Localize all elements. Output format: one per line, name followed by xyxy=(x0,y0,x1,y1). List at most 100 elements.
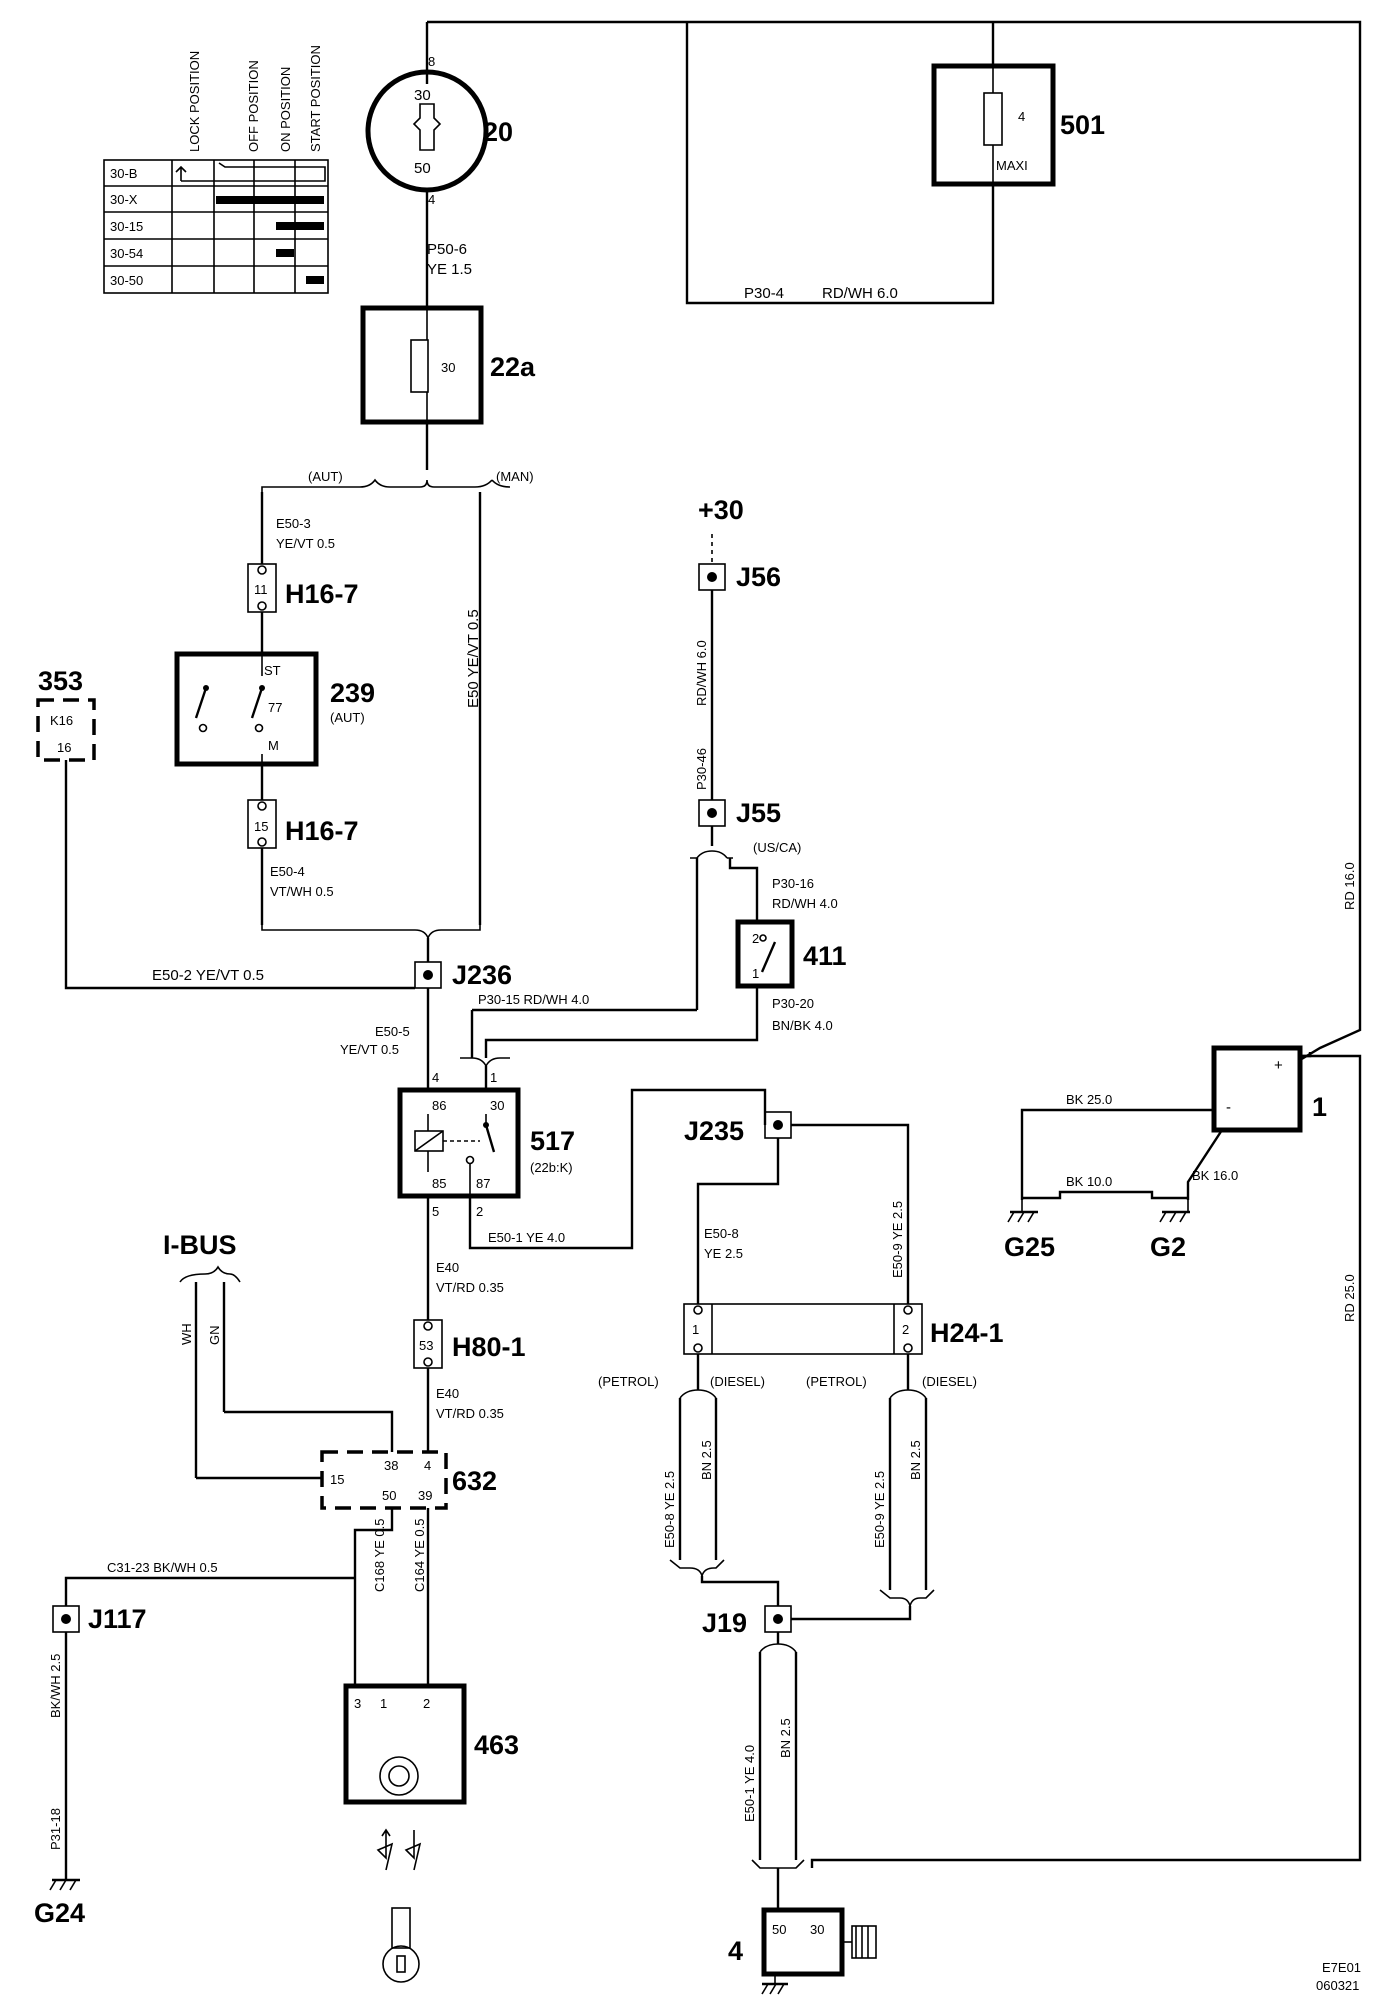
h167-bot-pin: 15 xyxy=(254,819,268,834)
wire-p304-spec: RD/WH 6.0 xyxy=(822,285,898,302)
ground-g25: G25 xyxy=(1004,1200,1055,1262)
wire-e508-vertical: E50-8 YE 2.5 xyxy=(662,1471,677,1548)
c463-1: 1 xyxy=(380,1696,387,1711)
c632-label: 632 xyxy=(452,1466,497,1496)
row-label-30b: 30-B xyxy=(110,166,137,181)
wire-bkwh25-label: BK/WH 2.5 xyxy=(48,1654,63,1718)
header-on-position: ON POSITION xyxy=(278,67,293,152)
g25-label: G25 xyxy=(1004,1232,1055,1262)
c517-label: 517 xyxy=(530,1126,575,1156)
wire-e508-spec: YE 2.5 xyxy=(704,1246,743,1261)
c239-st: ST xyxy=(264,663,281,678)
c517-pin4: 4 xyxy=(432,1070,439,1085)
c239-77: 77 xyxy=(268,700,282,715)
wire-e505-spec: YE/VT 0.5 xyxy=(340,1042,399,1057)
c353-k16: K16 xyxy=(50,713,73,728)
petrol2-label: (PETROL) xyxy=(806,1374,867,1389)
c22a-label: 22a xyxy=(490,352,536,382)
connector-h241: 1 2 H24-1 xyxy=(683,1303,1004,1355)
wire-e509-vertical2: E50-9 YE 2.5 xyxy=(872,1471,887,1548)
wire-p3118-label: P31-18 xyxy=(48,1808,63,1850)
c517-sub: (22b:K) xyxy=(530,1160,573,1175)
junction-j117: J117 xyxy=(52,1604,147,1634)
wire-bk100-label: BK 10.0 xyxy=(1066,1174,1112,1189)
starter-motor-4: 50 30 4 xyxy=(728,1907,877,1995)
wire-wh-label: WH xyxy=(179,1323,194,1345)
key-icon xyxy=(382,1907,420,1983)
wire-e504-spec: VT/WH 0.5 xyxy=(270,884,334,899)
j235-label: J235 xyxy=(684,1116,744,1146)
connector-h167-bottom: 15 H16-7 xyxy=(247,799,359,849)
c239-label: 239 xyxy=(330,678,375,708)
c20-pin50: 50 xyxy=(414,160,431,177)
h801-label: H80-1 xyxy=(452,1332,526,1362)
c1-plus: + xyxy=(1274,1057,1283,1074)
wire-c168-label: C168 YE 0.5 xyxy=(372,1519,387,1592)
maxi-fuse-501: 4 MAXI 501 xyxy=(931,22,1105,187)
c20-label: 20 xyxy=(483,117,513,147)
module-632: 15 38 4 50 39 632 xyxy=(320,1450,497,1510)
c632-39: 39 xyxy=(418,1488,432,1503)
wire-e503-spec: YE/VT 0.5 xyxy=(276,536,335,551)
wire-e40a-spec: VT/RD 0.35 xyxy=(436,1280,504,1295)
aut-label: (AUT) xyxy=(308,469,343,484)
wire-e503-label: E50-3 xyxy=(276,516,311,531)
wire-p3046-label: P30-46 xyxy=(694,748,709,790)
wire-p3015-label: P30-15 RD/WH 4.0 xyxy=(478,992,589,1007)
wire-e504-label: E50-4 xyxy=(270,864,305,879)
wire-e40b-spec: VT/RD 0.35 xyxy=(436,1406,504,1421)
wire-gn-label: GN xyxy=(207,1326,222,1346)
ground-g2: G2 xyxy=(1150,1200,1190,1262)
relay-517: 4 1 86 30 85 87 517 (22b:K) 5 2 xyxy=(397,1070,575,1219)
petrol1-label: (PETROL) xyxy=(598,1374,659,1389)
c632-15: 15 xyxy=(330,1472,344,1487)
c411-label: 411 xyxy=(803,941,847,971)
c239-m: M xyxy=(268,738,279,753)
c517-85: 85 xyxy=(432,1176,446,1191)
wire-bk160-label: BK 16.0 xyxy=(1192,1168,1238,1183)
bar-3050 xyxy=(306,276,324,284)
c411-p1: 1 xyxy=(752,966,759,981)
connector-h167-top: 11 H16-7 xyxy=(247,563,359,613)
wire-e508-label: E50-8 xyxy=(704,1226,739,1241)
c517-pin1: 1 xyxy=(490,1070,497,1085)
wire-p3020-spec: BN/BK 4.0 xyxy=(772,1018,833,1033)
c463-label: 463 xyxy=(474,1730,519,1760)
h241-pin2: 2 xyxy=(902,1322,909,1337)
row-label-30x: 30-X xyxy=(110,192,138,207)
bar-3054 xyxy=(276,249,294,257)
h241-pin1: 1 xyxy=(692,1322,699,1337)
footer-code: E7E01 xyxy=(1322,1960,1361,1975)
ignition-switch-20: 8 30 50 4 20 xyxy=(365,20,993,308)
c463-3: 3 xyxy=(354,1696,361,1711)
row-label-3015: 30-15 xyxy=(110,219,143,234)
man-label: (MAN) xyxy=(496,469,534,484)
c4-label: 4 xyxy=(728,1936,743,1966)
c353-label: 353 xyxy=(38,666,83,696)
battery-1: + - 1 xyxy=(1211,1045,1327,1133)
junction-j235: J235 xyxy=(684,1111,792,1146)
wire-p3016-label: P30-16 xyxy=(772,876,814,891)
c4-50: 50 xyxy=(772,1922,786,1937)
wire-bk250-label: BK 25.0 xyxy=(1066,1092,1112,1107)
h241-label: H24-1 xyxy=(930,1318,1004,1348)
j117-label: J117 xyxy=(88,1604,147,1634)
row-label-3050: 30-50 xyxy=(110,273,143,288)
c517-87: 87 xyxy=(476,1176,490,1191)
j56-label: J56 xyxy=(736,562,781,592)
c4-30: 30 xyxy=(810,1922,824,1937)
c20-pin8: 8 xyxy=(428,54,435,69)
h801-pin: 53 xyxy=(419,1338,433,1353)
c1-minus: - xyxy=(1226,1099,1231,1116)
wire-e40b-label: E40 xyxy=(436,1386,459,1401)
footer-date: 060321 xyxy=(1316,1978,1359,1993)
wire-p3016-spec: RD/WH 4.0 xyxy=(772,896,838,911)
wire-bn25a-label: BN 2.5 xyxy=(699,1440,714,1480)
c517-86: 86 xyxy=(432,1098,446,1113)
row-label-3054: 30-54 xyxy=(110,246,143,261)
wire-p304-label: P30-4 xyxy=(744,285,784,302)
diesel1-label: (DIESEL) xyxy=(710,1374,765,1389)
c632-38: 38 xyxy=(384,1458,398,1473)
wire-p3020-label: P30-20 xyxy=(772,996,814,1011)
